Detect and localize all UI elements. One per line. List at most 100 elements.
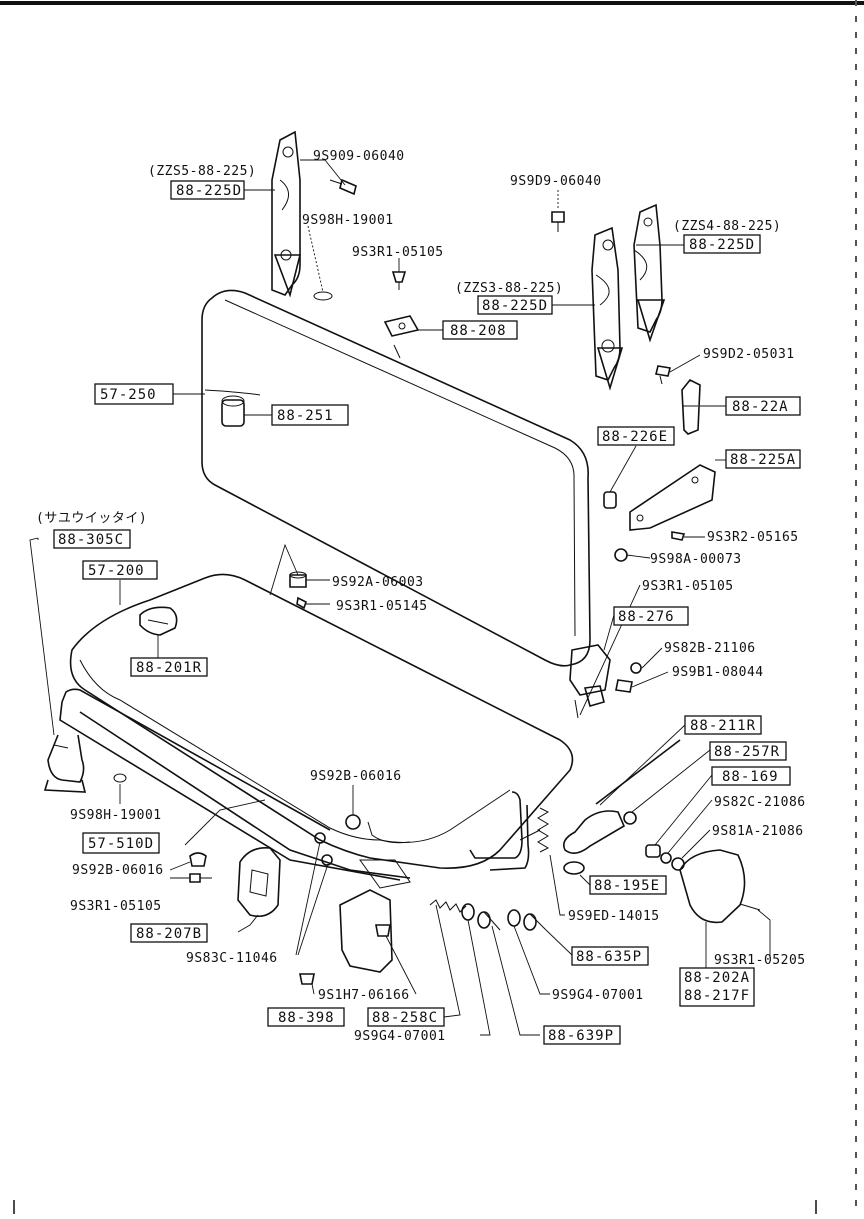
washer-9s9g4-right-icon: [507, 909, 521, 927]
handle-88-201r-icon: [139, 606, 178, 636]
bolt-9s9b1-icon: [615, 679, 633, 693]
label-washer-9s9g4-right: 9S9G4-07001: [552, 988, 644, 1003]
bolt-9s1h7-icon: [299, 973, 315, 985]
clip-88-208-icon: [383, 315, 420, 337]
seat-cushion: [69, 573, 574, 869]
hinge-bracket-middle: [591, 226, 624, 391]
screw-05145-icon: [296, 596, 307, 610]
box-57-250: 57-250: [100, 387, 157, 403]
cover-88-202a-icon: [679, 849, 761, 924]
pin-88-635p-icon: [523, 913, 547, 931]
box-57-200: 57-200: [88, 563, 145, 579]
screw-05105-bottom-icon: [189, 873, 212, 883]
grommet-88-251-icon: [221, 395, 245, 427]
seat-leg-left: [43, 734, 87, 793]
label-spring-9s9ed: 9S9ED-14015: [568, 909, 660, 924]
seat-back: [201, 289, 591, 667]
box-22a: 88-22A: [732, 399, 789, 415]
box-225d-top-left: 88-225D: [176, 183, 242, 199]
box-217f: 88-217F: [684, 988, 750, 1004]
box-258c: 88-258C: [372, 1010, 438, 1026]
box-211r: 88-211R: [690, 718, 756, 734]
box-635p: 88-635P: [576, 949, 642, 965]
label-alt-225d-top-left: (ZZS5-88-225): [148, 164, 256, 179]
label-note-japanese: (サユウイッタイ): [36, 511, 147, 526]
label-screw-9s3r2: 9S3R2-05165: [707, 530, 799, 545]
part-labels: (ZZS5-88-225) 9S909-06040 9S9D9-06040 (Z…: [36, 149, 806, 1044]
bracket-88-22a-icon: [681, 378, 701, 435]
label-bolt-9s9d9: 9S9D9-06040: [510, 174, 602, 189]
box-169: 88-169: [722, 769, 779, 785]
clip-88-257r-icon: [623, 811, 637, 825]
hinge-bracket-top-left: [271, 130, 302, 298]
label-plug-top: 9S98H-19001: [302, 213, 394, 228]
hinge-88-276-icon: [569, 644, 611, 719]
box-225a: 88-225A: [730, 452, 796, 468]
box-225d-right: 88-225D: [689, 237, 755, 253]
label-nut-9s92b-left: 9S92B-06016: [72, 863, 164, 878]
box-251: 88-251: [277, 408, 334, 424]
clip-88-195e-icon: [563, 861, 585, 875]
label-screw-05105-bottom: 9S3R1-05105: [70, 899, 162, 914]
box-57-510d: 57-510D: [88, 836, 154, 852]
box-226e: 88-226E: [602, 429, 668, 445]
label-washer-9s9g4-bottom: 9S9G4-07001: [354, 1029, 446, 1044]
bolt-9s9d9-icon: [551, 211, 565, 232]
spring-9s9ed-icon: [537, 807, 550, 853]
bolt-9s1h7-b-icon: [375, 924, 391, 937]
washer-9s82c-icon: [660, 852, 672, 864]
bushing-88-169-icon: [645, 844, 661, 858]
nut-9s98a-icon: [614, 548, 628, 562]
label-plug-bottom: 9S98H-19001: [70, 808, 162, 823]
nut-9s92a-icon: [289, 571, 307, 588]
screw-9s9d2-icon: [655, 365, 671, 385]
box-398: 88-398: [278, 1010, 335, 1026]
label-alt-225d-right: (ZZS4-88-225): [673, 219, 781, 234]
label-screw-05105-mid: 9S3R1-05105: [642, 579, 734, 594]
nut-9s92b-left-icon: [189, 852, 207, 867]
box-305c: 88-305C: [58, 532, 124, 548]
nut-9s92b-center-icon: [345, 814, 361, 830]
label-screw-05105-top: 9S3R1-05105: [352, 245, 444, 260]
box-225d-mid: 88-225D: [482, 298, 548, 314]
label-washer-9s82b: 9S82B-21106: [664, 641, 756, 656]
label-screw-05145: 9S3R1-05145: [336, 599, 428, 614]
bracket-88-207b-icon: [237, 846, 281, 918]
label-washer-9s81a: 9S81A-21086: [712, 824, 804, 839]
seat-frame: [59, 688, 541, 881]
box-195e: 88-195E: [594, 878, 660, 894]
pin-88-639p-icon: [477, 911, 501, 931]
label-screw-05205: 9S3R1-05205: [714, 953, 806, 968]
boxed-part-numbers: 88-225D 88-225D 88-225D 88-208 57-250 88…: [53, 180, 801, 1045]
label-nut-9s98a: 9S98A-00073: [650, 552, 742, 567]
label-alt-225d-mid: (ZZS3-88-225): [455, 281, 563, 296]
box-276: 88-276: [618, 609, 675, 625]
label-bolt-9s1h7: 9S1H7-06166: [318, 988, 410, 1003]
box-257r: 88-257R: [714, 744, 780, 760]
washer-9s82b-icon: [630, 662, 642, 674]
box-208: 88-208: [450, 323, 507, 339]
screw-05105-top-icon: [391, 271, 407, 290]
box-639p: 88-639P: [548, 1028, 614, 1044]
label-screw-9s9d2: 9S9D2-05031: [703, 347, 795, 362]
screw-9s3r2-icon: [671, 531, 700, 541]
hinge-88-258c-icon: [339, 859, 411, 973]
label-nut-9s92a: 9S92A-06003: [332, 575, 424, 590]
label-bolt-9s83c: 9S83C-11046: [186, 951, 278, 966]
lever-88-211r-icon: [562, 739, 681, 854]
latch-bracket-88-225a-icon: [629, 464, 716, 531]
washer-9s9g4-icon: [461, 903, 475, 921]
label-bolt-9s909: 9S909-06040: [313, 149, 405, 164]
label-bolt-9s9b1: 9S9B1-08044: [672, 665, 764, 680]
washer-9s81a-icon: [671, 857, 685, 871]
box-201r: 88-201R: [136, 660, 202, 676]
box-207b: 88-207B: [136, 926, 202, 942]
spring-small-icon: [429, 899, 467, 913]
label-nut-9s92b-center: 9S92B-06016: [310, 769, 402, 784]
plug-top-icon: [313, 291, 333, 301]
bolt-9s909-icon: [329, 178, 357, 196]
hinge-bracket-right: [633, 203, 666, 343]
box-202a: 88-202A: [684, 970, 750, 986]
